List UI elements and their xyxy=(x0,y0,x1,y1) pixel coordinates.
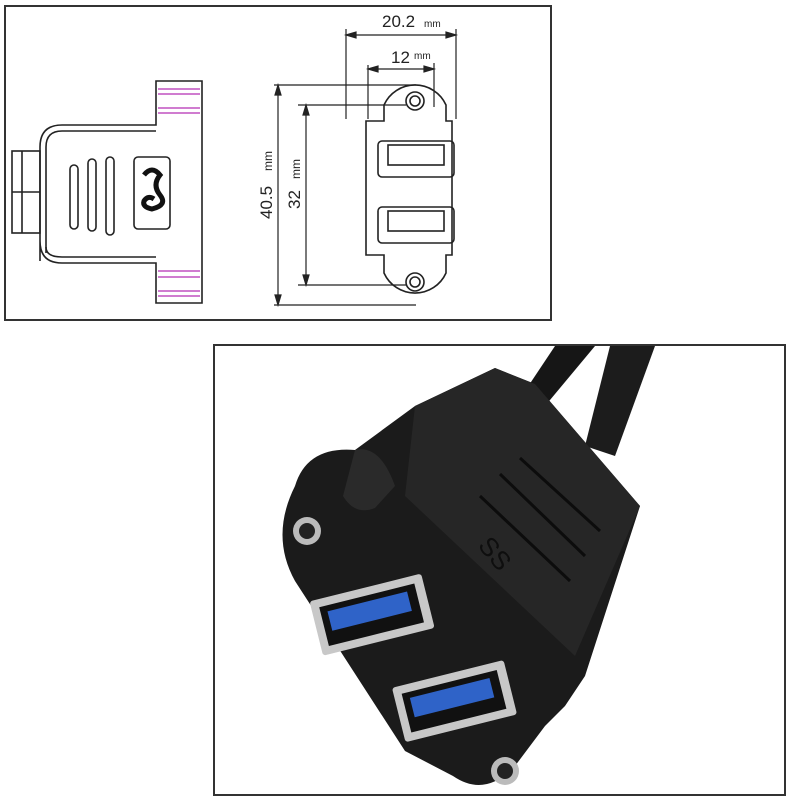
technical-drawing: 20.2 mm 12 mm 40.5 mm 32 mm xyxy=(11,12,459,308)
screw-hole-top xyxy=(293,517,321,545)
usb-port-1 xyxy=(310,574,435,656)
dim-width-hole: 12 xyxy=(391,48,410,67)
dim-height-outer-unit: mm xyxy=(261,151,275,171)
dimension-lines xyxy=(274,29,459,308)
dimension-labels: 20.2 mm 12 mm 40.5 mm 32 mm xyxy=(257,12,441,219)
usb-port-2 xyxy=(392,660,517,742)
dim-width-outer-unit: mm xyxy=(424,19,441,30)
screw-hole-bottom xyxy=(491,757,519,785)
dim-height-outer: 40.5 xyxy=(257,186,276,219)
dim-height-hole-unit: mm xyxy=(289,159,303,179)
side-view xyxy=(11,80,203,304)
technical-drawing-panel: 20.2 mm 12 mm 40.5 mm 32 mm xyxy=(4,5,552,321)
product-photo-panel: SS xyxy=(213,344,786,796)
product-photo: SS xyxy=(282,346,655,785)
front-view xyxy=(365,84,455,294)
cable-2 xyxy=(585,346,655,456)
dim-width-outer: 20.2 xyxy=(382,12,415,31)
grip-ribs xyxy=(478,456,602,583)
dim-height-hole: 32 xyxy=(285,190,304,209)
side-view-tabs xyxy=(158,88,200,297)
dim-width-hole-unit: mm xyxy=(414,51,431,62)
